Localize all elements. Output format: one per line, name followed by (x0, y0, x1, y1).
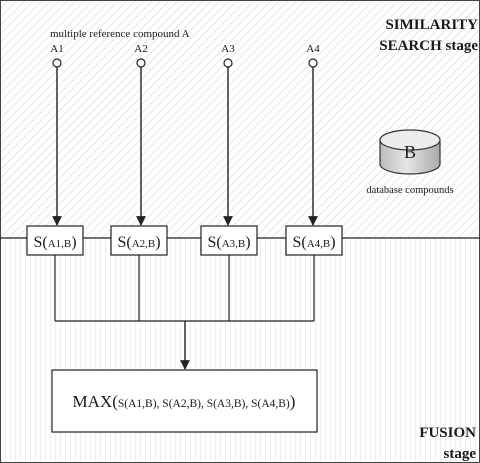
max-fusion-box: MAX(S(A1,B), S(A2,B), S(A3,B), S(A4,B)) (51, 369, 318, 433)
reference-node-circle-a1 (52, 58, 62, 68)
similarity-box-suffix: ) (330, 234, 335, 251)
svg-text:S(A1,B): S(A1,B) (33, 234, 76, 251)
svg-text:S(A3,B): S(A3,B) (207, 234, 250, 251)
similarity-box-args: A2,B (132, 238, 156, 250)
reference-node-circle-a4 (308, 58, 318, 68)
reference-label-a3: A3 (221, 43, 235, 55)
reference-node-circle-a3 (223, 58, 233, 68)
similarity-box-a2: S(A2,B) (110, 225, 168, 256)
reference-node-a4: A4 (306, 43, 320, 226)
svg-text:S(A2,B): S(A2,B) (117, 234, 160, 251)
svg-text:MAX(S(A1,B), S(A2,B), S(A3,B),: MAX(S(A1,B), S(A2,B), S(A3,B), S(A4,B)) (73, 392, 296, 411)
reference-compounds-title: multiple reference compound A (50, 28, 190, 40)
reference-label-a1: A1 (50, 43, 63, 55)
similarity-stage-label-line1: SIMILARITY (385, 17, 478, 33)
max-function-suffix: ) (290, 392, 296, 411)
reference-node-a2: A2 (134, 43, 148, 226)
fusion-stage-label-line2: stage (444, 446, 477, 462)
similarity-box-prefix: S( (33, 234, 47, 251)
max-function-prefix: MAX( (73, 392, 119, 411)
similarity-box-suffix: ) (245, 234, 250, 251)
similarity-box-prefix: S( (207, 234, 221, 251)
database-cylinder-icon: B (379, 129, 441, 175)
fusion-stage-label-line1: FUSION (419, 425, 476, 441)
similarity-box-prefix: S( (292, 234, 306, 251)
similarity-box-prefix: S( (117, 234, 131, 251)
database-caption: database compounds (366, 185, 453, 196)
similarity-stage-region (0, 0, 480, 238)
similarity-box-suffix: ) (155, 234, 160, 251)
similarity-box-args: A4,B (307, 238, 331, 250)
reference-node-a1: A1 (50, 43, 64, 226)
max-function-args: S(A1,B), S(A2,B), S(A3,B), S(A4,B) (118, 398, 290, 410)
similarity-box-a4: S(A4,B) (285, 225, 343, 256)
reference-label-a4: A4 (306, 43, 320, 55)
similarity-box-args: A1,B (48, 238, 72, 250)
reference-label-a2: A2 (134, 43, 147, 55)
svg-text:S(A4,B): S(A4,B) (292, 234, 335, 251)
similarity-stage-label-line2: SEARCH stage (379, 38, 478, 54)
reference-node-circle-a2 (136, 58, 146, 68)
similarity-box-a1: S(A1,B) (26, 225, 84, 256)
database-symbol: B (404, 142, 416, 162)
similarity-box-a3: S(A3,B) (200, 225, 258, 256)
similarity-box-args: A3,B (222, 238, 246, 250)
similarity-box-suffix: ) (71, 234, 76, 251)
reference-node-a3: A3 (221, 43, 235, 226)
